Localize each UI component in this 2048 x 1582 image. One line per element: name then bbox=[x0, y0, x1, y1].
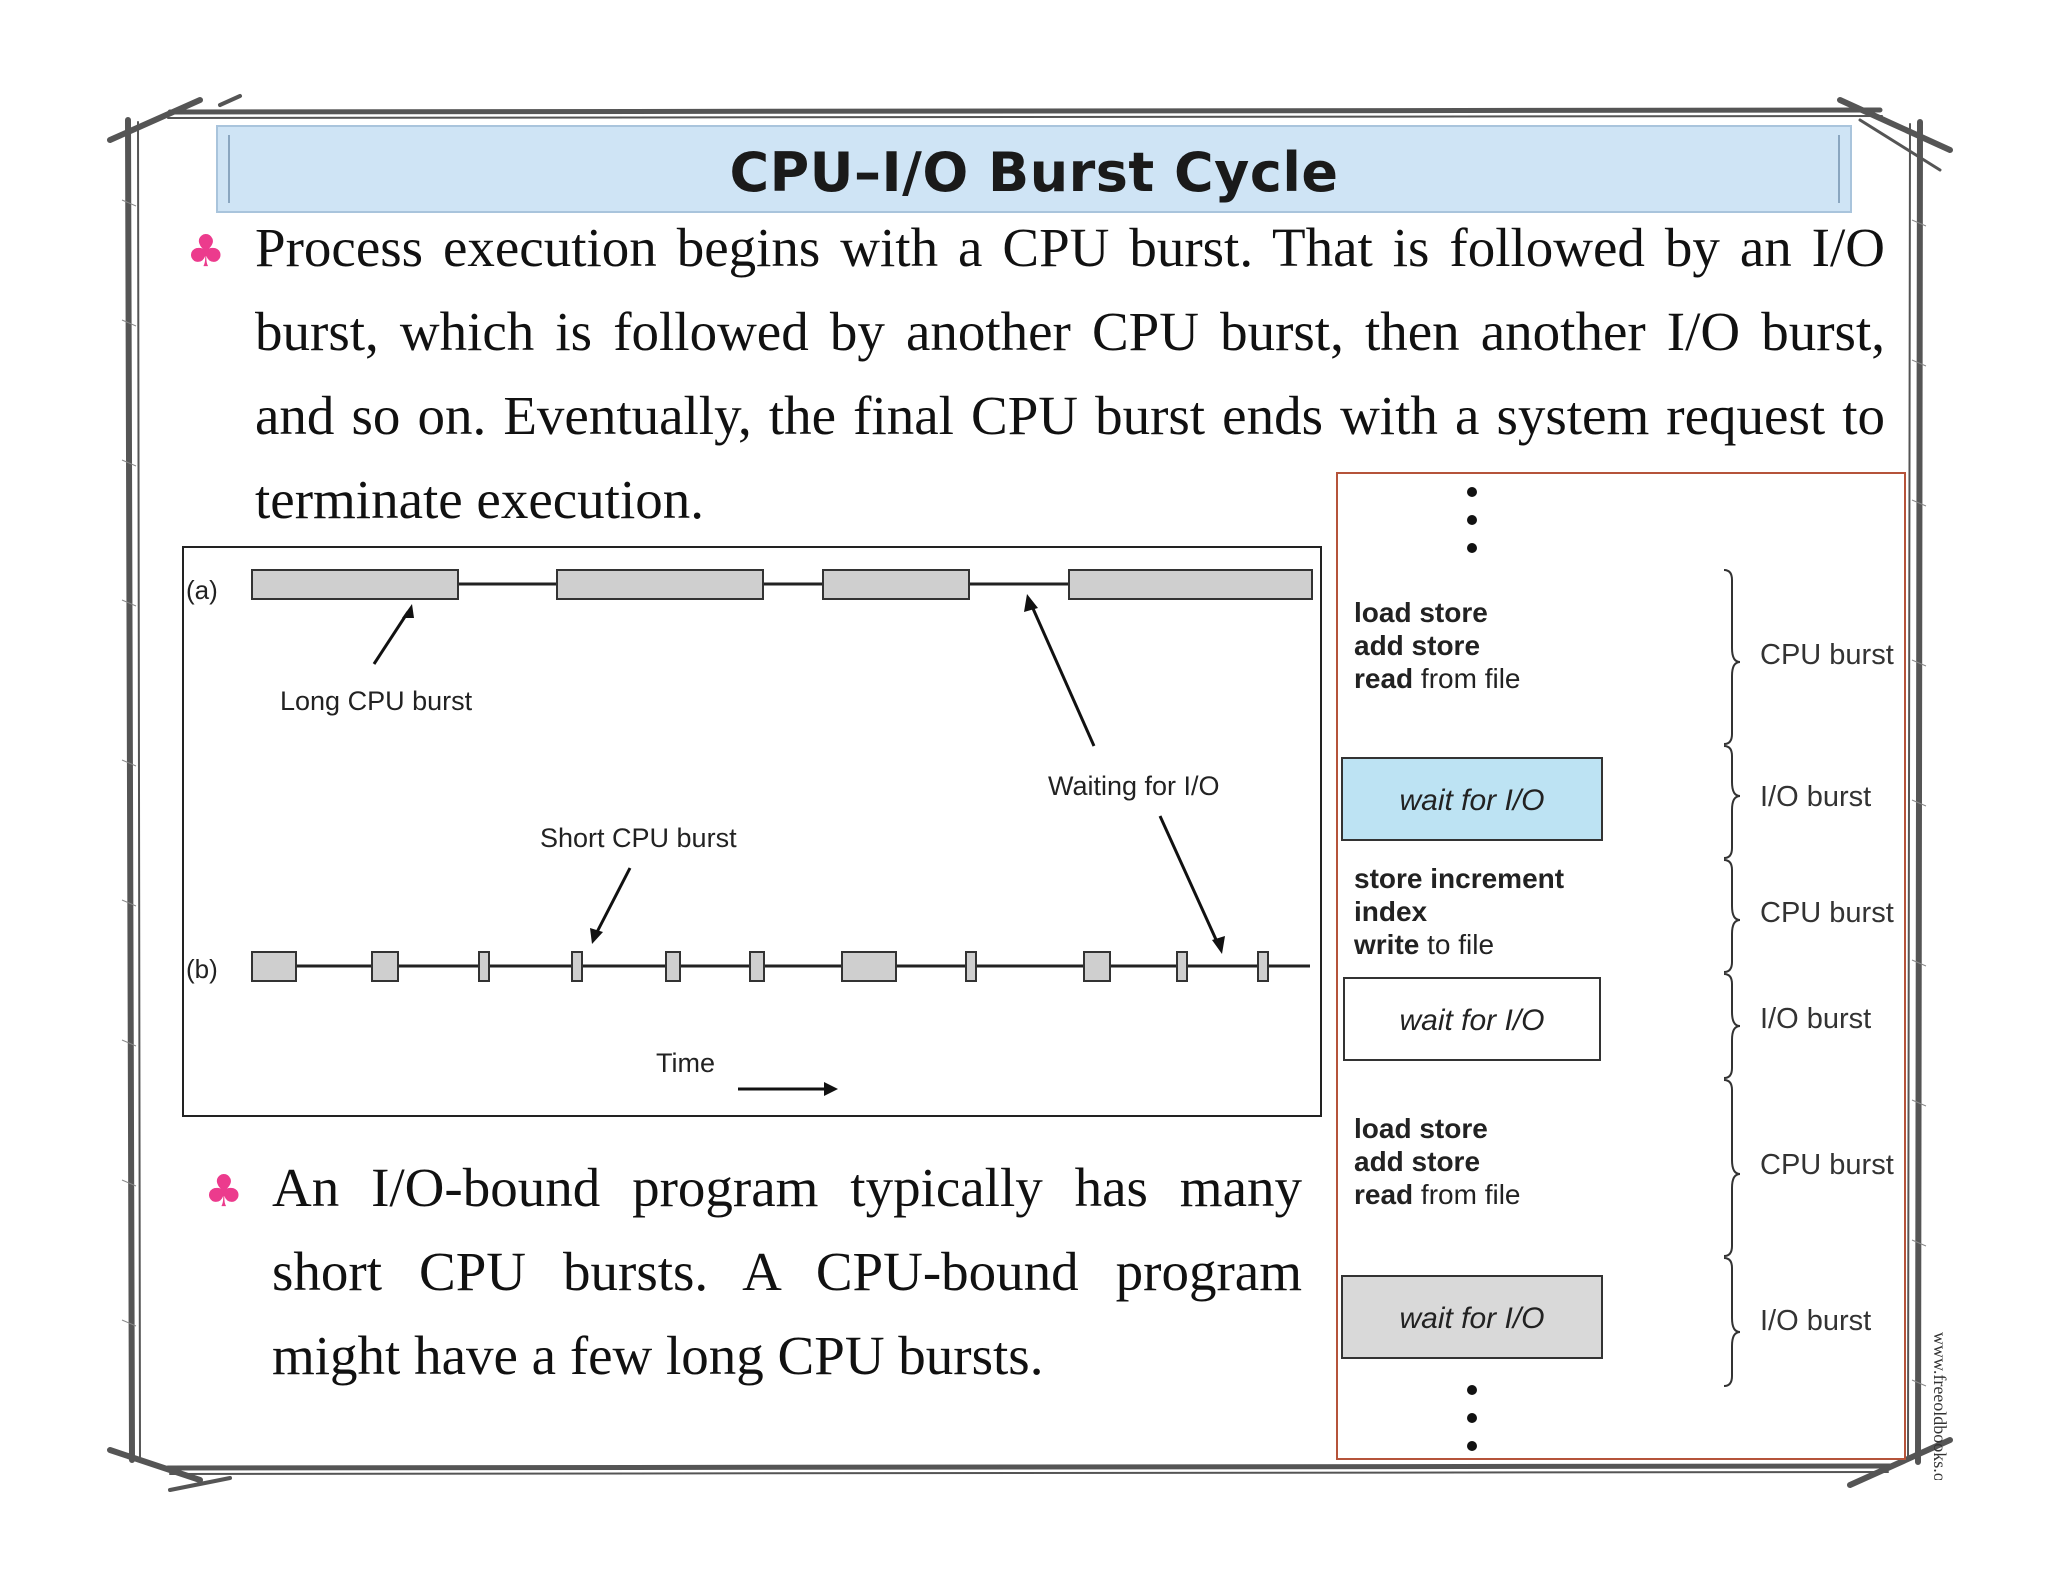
row-b-cpu-burst bbox=[965, 951, 977, 982]
cpu-instruction-line: write to file bbox=[1353, 929, 1494, 960]
long-cpu-burst-label: Long CPU burst bbox=[280, 686, 473, 716]
io-wait-label: wait for I/O bbox=[1399, 784, 1544, 817]
io-burst-label: I/O burst bbox=[1760, 1003, 1871, 1035]
cpu-instruction-line: add store bbox=[1354, 1146, 1480, 1177]
waiting-arrow-down bbox=[1158, 815, 1220, 945]
watermark-text: www.freeoldbooks.org bbox=[1930, 1332, 1950, 1480]
row-b-cpu-burst bbox=[1257, 951, 1269, 982]
io-wait-box bbox=[1341, 757, 1603, 841]
row-b-cpu-burst bbox=[371, 951, 399, 982]
row-b-cpu-burst bbox=[841, 951, 897, 982]
slide-title: CPU–I/O Burst Cycle bbox=[729, 141, 1339, 204]
cpu-instruction-line: load store bbox=[1354, 597, 1488, 628]
io-burst-label: I/O burst bbox=[1760, 781, 1871, 813]
row-a-cpu-burst bbox=[251, 569, 459, 600]
io-burst-bracket bbox=[1723, 1257, 1741, 1387]
ellipsis-top-dots bbox=[1467, 487, 1477, 553]
cpu-instruction-line: read from file bbox=[1354, 663, 1521, 694]
time-label: Time bbox=[656, 1048, 715, 1078]
row-a-cpu-burst bbox=[1068, 569, 1313, 600]
cpu-instruction-line: store increment bbox=[1354, 863, 1564, 894]
waiting-for-io-label: Waiting for I/O bbox=[1048, 771, 1220, 801]
row-a-cpu-burst bbox=[822, 569, 970, 600]
burst-sequence-svg: load store add store read from file wait… bbox=[1341, 487, 1894, 1451]
cpu-instruction-line: add store bbox=[1354, 630, 1480, 661]
svg-text:www.freeoldbooks.org: www.freeoldbooks.org bbox=[1930, 1332, 1950, 1480]
time-arrowhead bbox=[824, 1082, 838, 1096]
short-burst-arrowhead bbox=[590, 928, 603, 944]
cpu-burst-bracket bbox=[1723, 569, 1741, 745]
club-bullet-icon: ♣ bbox=[186, 226, 226, 277]
io-burst-bracket bbox=[1723, 745, 1741, 859]
cpu-burst-label: CPU burst bbox=[1760, 897, 1894, 929]
club-bullet-icon: ♣ bbox=[204, 1166, 244, 1217]
io-wait-box bbox=[1343, 977, 1601, 1061]
io-burst-bracket bbox=[1723, 973, 1741, 1079]
burst-timeline-figure bbox=[182, 546, 1322, 1117]
waiting-arrowhead-up bbox=[1024, 594, 1038, 612]
paragraph-process-execution: Process execution begins with a CPU burs… bbox=[255, 217, 1885, 530]
paragraph-io-bound: An I/O-bound program typically has many … bbox=[272, 1157, 1302, 1386]
waiting-arrow-up bbox=[1029, 603, 1096, 747]
row-b-cpu-burst bbox=[1176, 951, 1188, 982]
cpu-instruction-line: index bbox=[1354, 896, 1428, 927]
burst-timeline-svg: (a) Long CPU burst Waiting for I/O Short… bbox=[186, 569, 1313, 1096]
cpu-burst-bracket bbox=[1723, 859, 1741, 973]
io-burst-label: I/O burst bbox=[1760, 1305, 1871, 1337]
long-burst-arrow bbox=[372, 611, 410, 665]
row-b-cpu-burst bbox=[749, 951, 765, 982]
cpu-burst-bracket bbox=[1723, 1079, 1741, 1257]
cpu-instruction-line: read from file bbox=[1354, 1179, 1521, 1210]
io-wait-label: wait for I/O bbox=[1399, 1302, 1544, 1335]
short-burst-arrow bbox=[594, 867, 632, 935]
cpu-burst-label: CPU burst bbox=[1760, 639, 1894, 671]
io-wait-label: wait for I/O bbox=[1399, 1004, 1544, 1037]
io-wait-box bbox=[1341, 1275, 1603, 1359]
row-a-label: (a) bbox=[186, 575, 218, 605]
row-b-cpu-burst bbox=[571, 951, 583, 982]
short-cpu-burst-label: Short CPU burst bbox=[540, 823, 737, 853]
long-burst-arrowhead bbox=[402, 604, 414, 618]
ellipsis-bottom-dots bbox=[1467, 1385, 1477, 1451]
title-banner-inner bbox=[228, 135, 1840, 203]
row-b-cpu-burst bbox=[665, 951, 681, 982]
title-banner: CPU–I/O Burst Cycle bbox=[216, 125, 1852, 213]
row-b-cpu-burst bbox=[478, 951, 490, 982]
cpu-burst-label: CPU burst bbox=[1760, 1149, 1894, 1181]
row-b-label: (b) bbox=[186, 954, 218, 984]
row-b-cpu-burst bbox=[251, 951, 297, 982]
row-a-cpu-burst bbox=[556, 569, 764, 600]
waiting-arrowhead-down bbox=[1212, 936, 1225, 954]
cpu-instruction-line: load store bbox=[1354, 1113, 1488, 1144]
row-b-cpu-burst bbox=[1083, 951, 1111, 982]
